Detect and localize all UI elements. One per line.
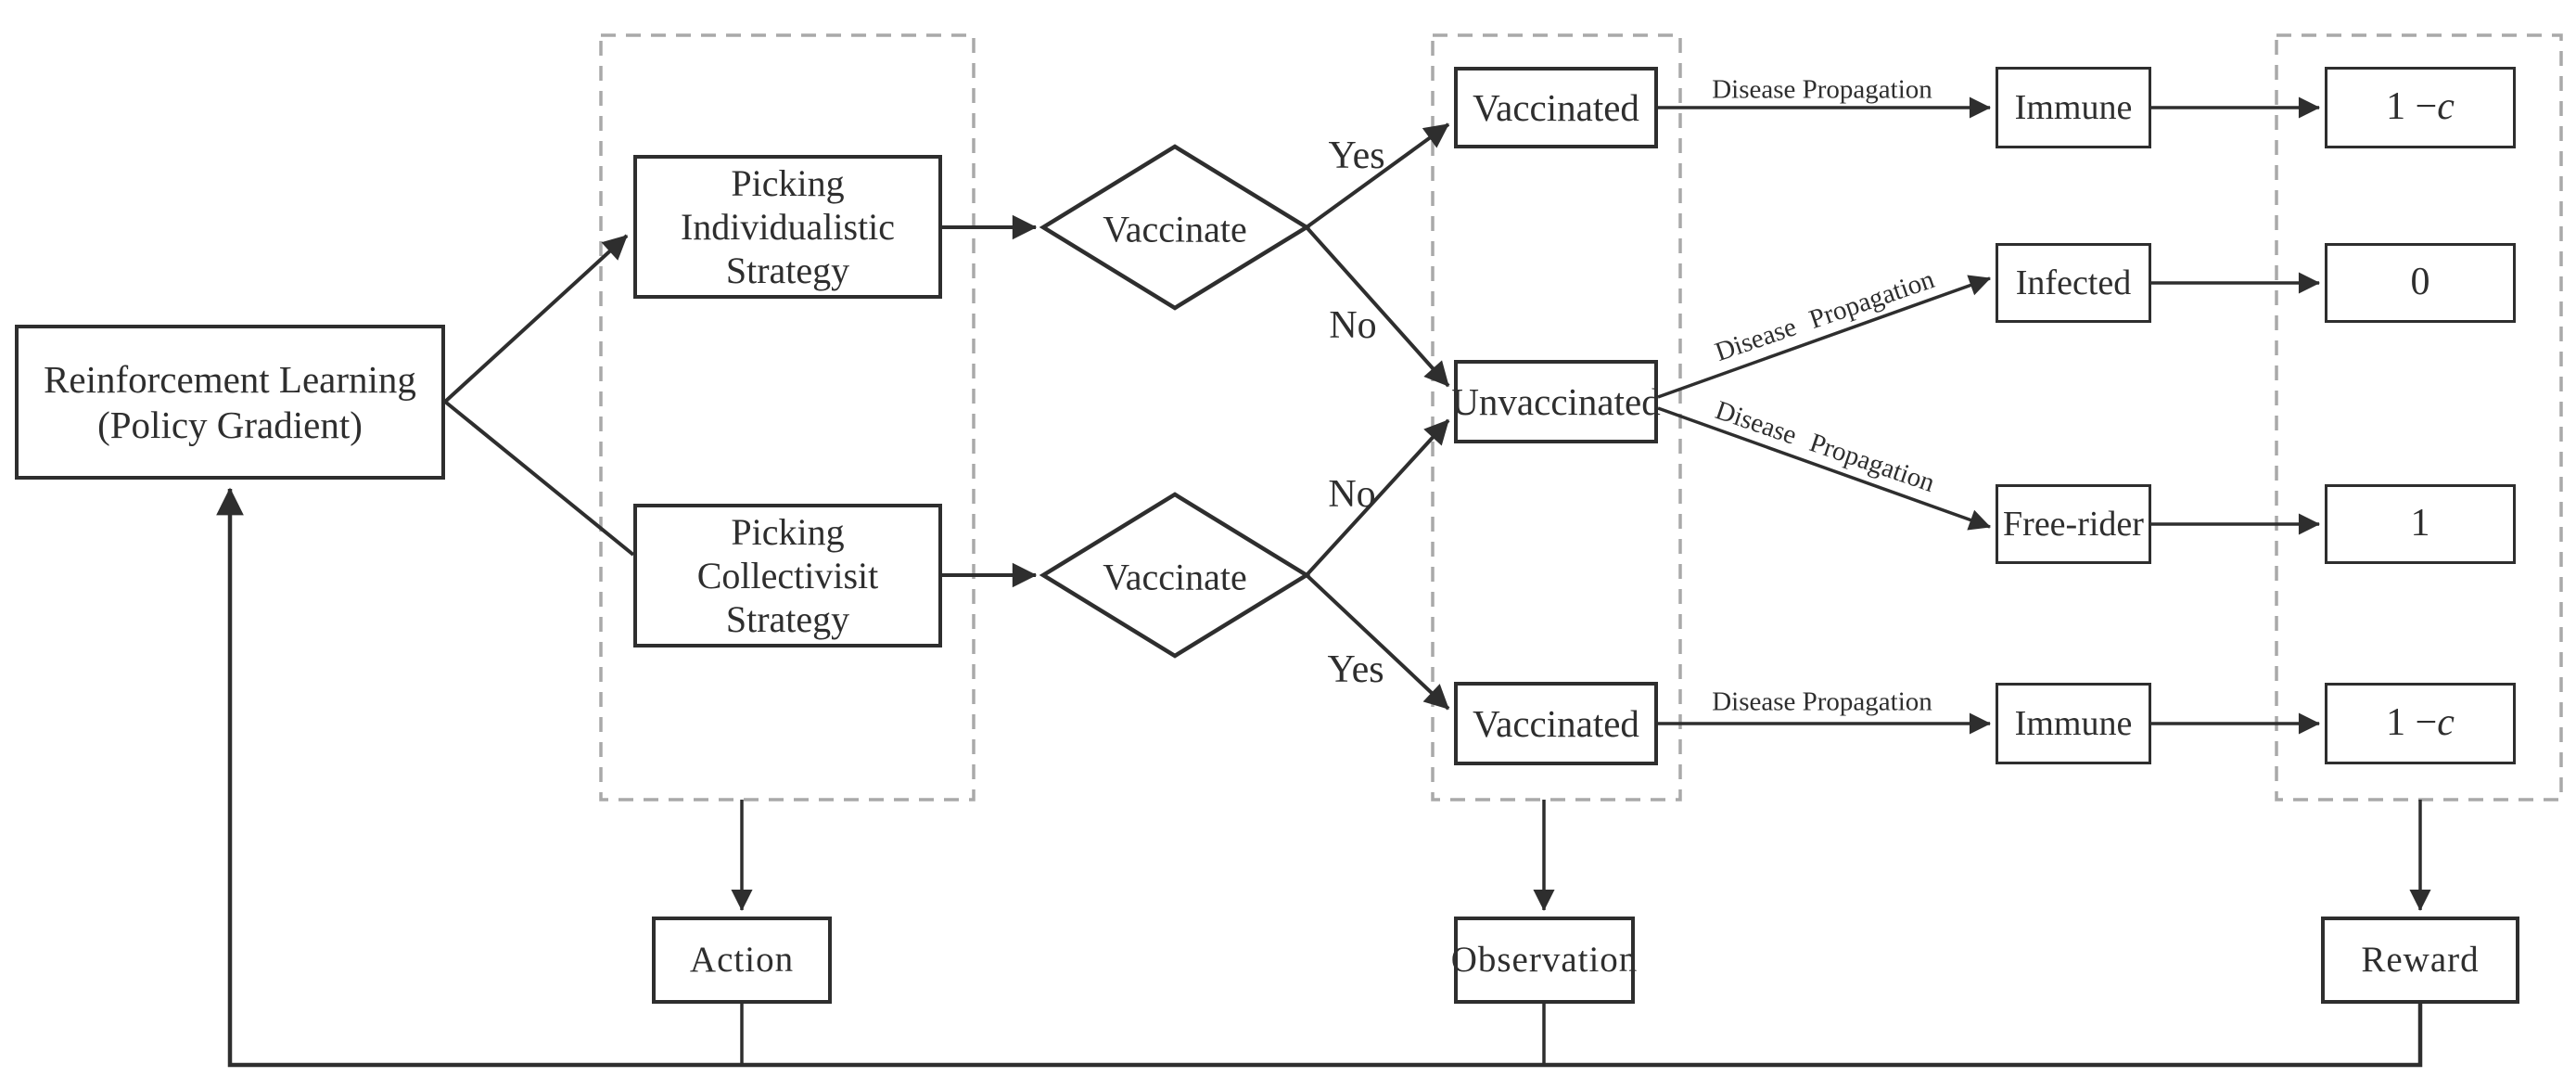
reward-value-3-box: 1 bbox=[2325, 484, 2516, 564]
outcome-immune-bottom-label: Immune bbox=[2014, 703, 2133, 743]
strategy-collectivist-box: Picking Collectivisit Strategy bbox=[633, 504, 942, 647]
arrow-unvaccinated-to-freerider bbox=[1657, 406, 1991, 531]
outcome-free-rider-box: Free-rider bbox=[1996, 484, 2151, 564]
state-vaccinated-top-box: Vaccinated bbox=[1454, 67, 1658, 148]
arrow-unvaccinated-to-infected bbox=[1657, 275, 1991, 399]
action-group-dashed-frame bbox=[599, 33, 976, 801]
strategy-individualistic-box: Picking Individualistic Strategy bbox=[633, 155, 942, 299]
state-vaccinated-bottom-label: Vaccinated bbox=[1473, 701, 1639, 745]
reward-value-1-box: 1 − c bbox=[2325, 67, 2516, 148]
rl-agent-box: Reinforcement Learning (Policy Gradient) bbox=[15, 325, 445, 480]
reward-value-3-prefix: 1 bbox=[2410, 502, 2430, 545]
decision-vaccinate-2-diamond bbox=[1039, 492, 1311, 659]
reward-value-1-variable: c bbox=[2437, 85, 2455, 129]
state-vaccinated-bottom-box: Vaccinated bbox=[1454, 682, 1658, 765]
strategy-individualistic-label: Picking Individualistic Strategy bbox=[680, 161, 896, 292]
strategy-collectivist-label: Picking Collectivisit Strategy bbox=[696, 510, 879, 641]
disease-propagation-label-bottom: Disease Propagation bbox=[1712, 686, 1932, 717]
state-unvaccinated-box: Unvaccinated bbox=[1451, 360, 1661, 443]
decision1-yes-label: Yes bbox=[1328, 135, 1385, 177]
decision1-no-label: No bbox=[1329, 304, 1377, 347]
outcome-infected-box: Infected bbox=[1996, 243, 2151, 323]
decision2-yes-label: Yes bbox=[1327, 648, 1384, 691]
outcome-infected-label: Infected bbox=[2015, 263, 2132, 302]
action-label: Action bbox=[689, 939, 795, 980]
reward-value-4-variable: c bbox=[2437, 701, 2455, 745]
observation-label: Observation bbox=[1450, 939, 1639, 980]
outcome-immune-top-label: Immune bbox=[2014, 87, 2133, 127]
reward-value-2-prefix: 0 bbox=[2410, 261, 2430, 304]
state-unvaccinated-label: Unvaccinated bbox=[1451, 379, 1661, 423]
outcome-immune-top-box: Immune bbox=[1996, 67, 2151, 148]
action-box: Action bbox=[652, 917, 832, 1004]
line-rl-to-collectivist bbox=[443, 400, 635, 557]
decision-vaccinate-1-label: Vaccinate bbox=[1103, 208, 1247, 250]
state-vaccinated-top-label: Vaccinated bbox=[1473, 85, 1639, 129]
reward-label: Reward bbox=[2361, 939, 2480, 980]
observation-box: Observation bbox=[1451, 917, 1637, 1004]
rl-agent-label: Reinforcement Learning (Policy Gradient) bbox=[44, 358, 416, 446]
arrows bbox=[216, 96, 2431, 1068]
arrow-decision2-yes-to-vaccinated-bottom bbox=[1305, 573, 1450, 711]
arrow-feedback-loop bbox=[216, 487, 2423, 1068]
reward-value-1-prefix: 1 − bbox=[2386, 85, 2438, 129]
outcome-immune-bottom-box: Immune bbox=[1996, 683, 2151, 764]
disease-propagation-label-top: Disease Propagation bbox=[1712, 74, 1932, 105]
reward-value-4-box: 1 − c bbox=[2325, 683, 2516, 764]
arrow-decision1-yes-to-vaccinated-top bbox=[1305, 122, 1450, 229]
decision-vaccinate-2-label: Vaccinate bbox=[1103, 556, 1247, 598]
decision-vaccinate-1-diamond bbox=[1039, 144, 1311, 311]
arrow-decision2-no-to-unvaccinated bbox=[1305, 418, 1450, 577]
arrow-rl-to-individualistic bbox=[443, 234, 629, 404]
outcome-free-rider-label: Free-rider bbox=[2003, 504, 2144, 544]
reward-value-2-box: 0 bbox=[2325, 243, 2516, 323]
decision2-no-label: No bbox=[1328, 473, 1376, 516]
reward-box: Reward bbox=[2321, 917, 2519, 1004]
reward-value-4-prefix: 1 − bbox=[2386, 701, 2438, 745]
arrow-decision1-no-to-unvaccinated bbox=[1305, 225, 1450, 388]
